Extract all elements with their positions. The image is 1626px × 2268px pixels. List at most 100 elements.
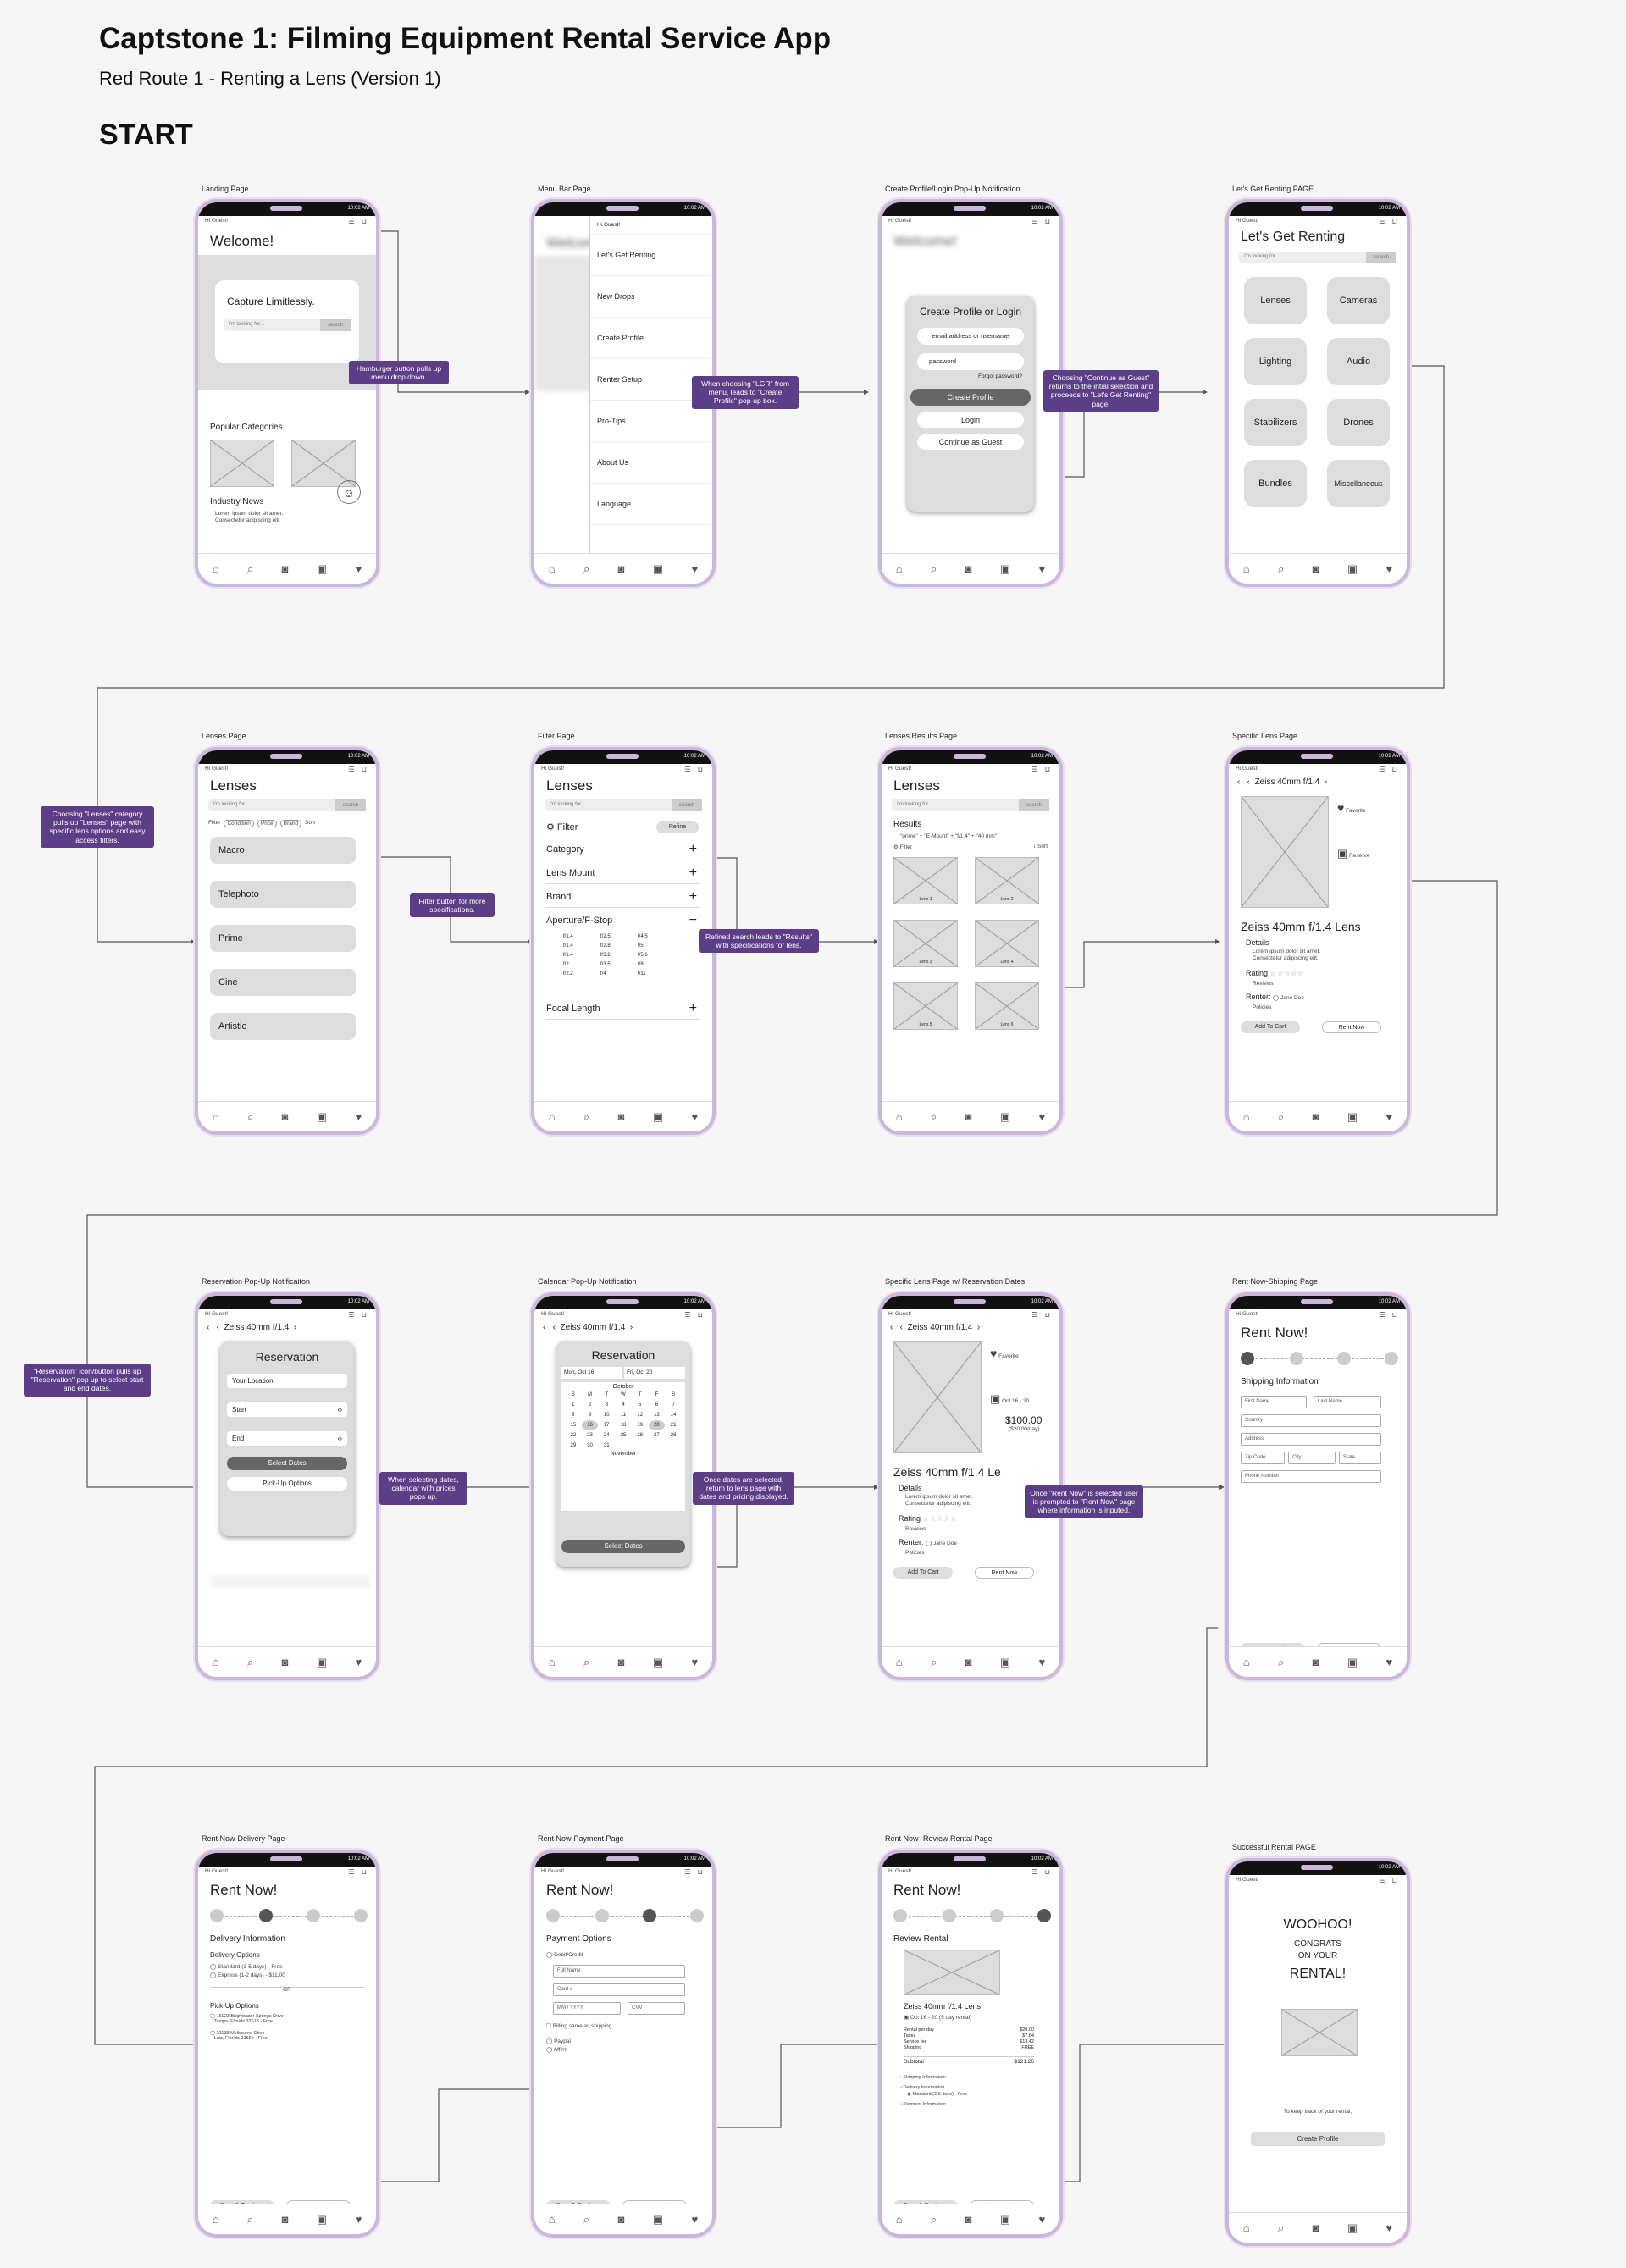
aperture-option[interactable]: f/3.5 bbox=[600, 962, 611, 967]
calendar-day[interactable]: 5 bbox=[639, 1402, 642, 1408]
filter-link[interactable]: ⚙ Filter bbox=[893, 844, 913, 850]
lens-nav[interactable]: ‹ ‹ Zeiss 40mm f/1.4 › bbox=[1237, 777, 1328, 787]
aperture-option[interactable]: f/5.6 bbox=[638, 953, 648, 958]
calendar-day[interactable]: 13 bbox=[654, 1413, 660, 1418]
calendar-day[interactable]: 26 bbox=[637, 1433, 644, 1438]
bottom-nav[interactable]: ⌂⌕◙▣♥ bbox=[882, 1101, 1059, 1131]
end-date-field[interactable]: End‹› bbox=[227, 1431, 347, 1446]
calendar-day[interactable]: 2 bbox=[588, 1402, 592, 1408]
paypal-option[interactable]: ◯ Paypal bbox=[546, 2038, 571, 2044]
full-name-field[interactable]: Full Name bbox=[553, 1965, 685, 1978]
rent-now-button[interactable]: Rent Now bbox=[1322, 1021, 1381, 1033]
calendar-day[interactable]: 30 bbox=[587, 1443, 593, 1448]
menu-item-language[interactable]: Language bbox=[590, 484, 712, 525]
lens-nav[interactable]: ‹ ‹ Zeiss 40mm f/1.4 › bbox=[207, 1323, 297, 1332]
last-name-field[interactable]: Last Name bbox=[1314, 1396, 1381, 1408]
guest-button[interactable]: Continue as Guest bbox=[917, 434, 1024, 450]
lens-type-prime[interactable]: Prime bbox=[210, 925, 356, 952]
bottom-nav[interactable]: ⌂⌕◙▣♥ bbox=[534, 2204, 712, 2234]
aperture-option[interactable]: f/2 bbox=[563, 962, 569, 967]
affirm-option[interactable]: ◯ Affirm bbox=[546, 2047, 568, 2053]
from-date[interactable]: Mon, Oct 16 bbox=[561, 1367, 622, 1379]
search-button[interactable]: search bbox=[1366, 252, 1396, 263]
country-field[interactable]: Country bbox=[1241, 1414, 1381, 1427]
to-date[interactable]: Fri, Oct 20 bbox=[624, 1367, 685, 1379]
bottom-nav[interactable]: ⌂⌕◙▣♥ bbox=[1229, 1101, 1407, 1131]
favorite-button[interactable]: ♥ Favorite bbox=[1337, 801, 1366, 815]
category-image[interactable] bbox=[210, 440, 274, 487]
category-lenses[interactable]: Lenses bbox=[1244, 277, 1307, 324]
calendar-day[interactable]: 8 bbox=[572, 1413, 575, 1418]
menu-item-new-drops[interactable]: New Drops bbox=[590, 276, 712, 318]
reserve-button[interactable]: ▣ Reserve bbox=[1337, 847, 1370, 860]
pickup-option-2[interactable]: ◯ 21138 Melbourne Drive Lutz, Florida 33… bbox=[210, 2031, 268, 2041]
refine-button[interactable]: Refine bbox=[656, 821, 699, 833]
details-heading[interactable]: Details bbox=[899, 1484, 922, 1492]
menu-item-lets-get-renting[interactable]: Let's Get Renting bbox=[590, 235, 712, 276]
calendar-day[interactable]: 16 bbox=[581, 1420, 599, 1430]
bottom-nav[interactable]: ⌂⌕◙▣♥ bbox=[882, 553, 1059, 584]
favorite-button[interactable]: ♥ Favorite bbox=[990, 1347, 1019, 1360]
select-dates-button[interactable]: Select Dates bbox=[561, 1540, 685, 1553]
lens-nav[interactable]: ‹ ‹ Zeiss 40mm f/1.4 › bbox=[543, 1323, 633, 1332]
aperture-option[interactable]: f/2.2 bbox=[563, 971, 573, 976]
calendar-day[interactable]: 22 bbox=[570, 1433, 577, 1438]
lens-type-artistic[interactable]: Artistic bbox=[210, 1013, 356, 1040]
bottom-nav[interactable]: ⌂⌕◙▣♥ bbox=[534, 1646, 712, 1677]
bottom-nav[interactable]: ⌂⌕◙▣♥ bbox=[882, 1646, 1059, 1677]
lens-type-cine[interactable]: Cine bbox=[210, 969, 356, 996]
filter-category[interactable]: Category+ bbox=[546, 838, 700, 860]
calendar-day[interactable]: 7 bbox=[672, 1402, 675, 1408]
aperture-option[interactable]: f/1.4 bbox=[563, 943, 573, 949]
billing-checkbox[interactable]: ☐ Billing same as shipping bbox=[546, 2023, 612, 2029]
calendar-day[interactable]: 31 bbox=[603, 1443, 610, 1448]
calendar-day[interactable]: 4 bbox=[622, 1402, 625, 1408]
aperture-option[interactable]: f/3.2 bbox=[600, 953, 611, 958]
pickup-options-button[interactable]: Pick-Up Options bbox=[227, 1477, 347, 1491]
lens-type-macro[interactable]: Macro bbox=[210, 837, 356, 864]
cvv-field[interactable]: CVV bbox=[628, 2002, 685, 2015]
create-profile-button[interactable]: Create Profile bbox=[1251, 2132, 1385, 2146]
email-field[interactable]: email address or username bbox=[917, 328, 1024, 345]
calendar-day[interactable]: 6 bbox=[655, 1402, 659, 1408]
details-heading[interactable]: Details bbox=[1246, 938, 1269, 947]
calendar-day[interactable]: 29 bbox=[570, 1443, 577, 1448]
menu-item-pro-tips[interactable]: Pro-Tips bbox=[590, 401, 712, 442]
password-field[interactable]: password bbox=[917, 353, 1024, 370]
standard-option[interactable]: ◯ Standard (3-5 days) - Free bbox=[210, 1964, 283, 1970]
first-name-field[interactable]: First Name bbox=[1241, 1396, 1307, 1408]
category-drones[interactable]: Drones bbox=[1327, 399, 1390, 446]
calendar-day[interactable]: 10 bbox=[603, 1413, 610, 1418]
calendar-day[interactable]: 19 bbox=[637, 1423, 644, 1428]
calendar-day[interactable]: 14 bbox=[670, 1413, 677, 1418]
create-profile-button[interactable]: Create Profile bbox=[910, 389, 1031, 406]
bottom-nav[interactable]: ⌂⌕◙▣♥ bbox=[198, 1646, 376, 1677]
category-cameras[interactable]: Cameras bbox=[1327, 277, 1390, 324]
category-lighting[interactable]: Lighting bbox=[1244, 338, 1307, 385]
calendar-day[interactable]: 20 bbox=[648, 1420, 666, 1430]
bottom-nav[interactable]: ⌂⌕◙▣♥ bbox=[882, 2204, 1059, 2234]
search-input[interactable]: I'm looking for...search bbox=[892, 799, 1049, 811]
state-field[interactable]: State bbox=[1339, 1452, 1381, 1464]
add-to-cart-button[interactable]: Add To Cart bbox=[1241, 1021, 1300, 1033]
bottom-nav[interactable]: ⌂⌕◙▣♥ bbox=[1229, 2212, 1407, 2243]
menu-item-renter-setup[interactable]: Renter Setup bbox=[590, 359, 712, 401]
start-date-field[interactable]: Start‹› bbox=[227, 1402, 347, 1417]
search-input[interactable]: I'm looking for...search bbox=[208, 799, 366, 811]
rent-now-button[interactable]: Rent Now bbox=[975, 1567, 1034, 1579]
result-card[interactable]: Lens 5 bbox=[893, 982, 958, 1030]
result-card[interactable]: Lens 2 bbox=[975, 857, 1039, 904]
menu-item-create-profile[interactable]: Create Profile bbox=[590, 318, 712, 359]
aperture-option[interactable]: f/5 bbox=[638, 943, 644, 949]
policies-link[interactable]: Policies bbox=[1253, 1004, 1272, 1010]
result-card[interactable]: Lens 6 bbox=[975, 982, 1039, 1030]
aperture-option[interactable]: f/4 bbox=[600, 971, 606, 976]
aperture-option[interactable]: f/8 bbox=[638, 962, 644, 967]
result-card[interactable]: Lens 1 bbox=[893, 857, 958, 904]
category-misc[interactable]: Miscellaneous bbox=[1327, 460, 1390, 507]
assistant-icon[interactable]: ☺ bbox=[337, 480, 361, 504]
bottom-nav[interactable]: ⌂⌕◙▣♥ bbox=[1229, 1646, 1407, 1677]
